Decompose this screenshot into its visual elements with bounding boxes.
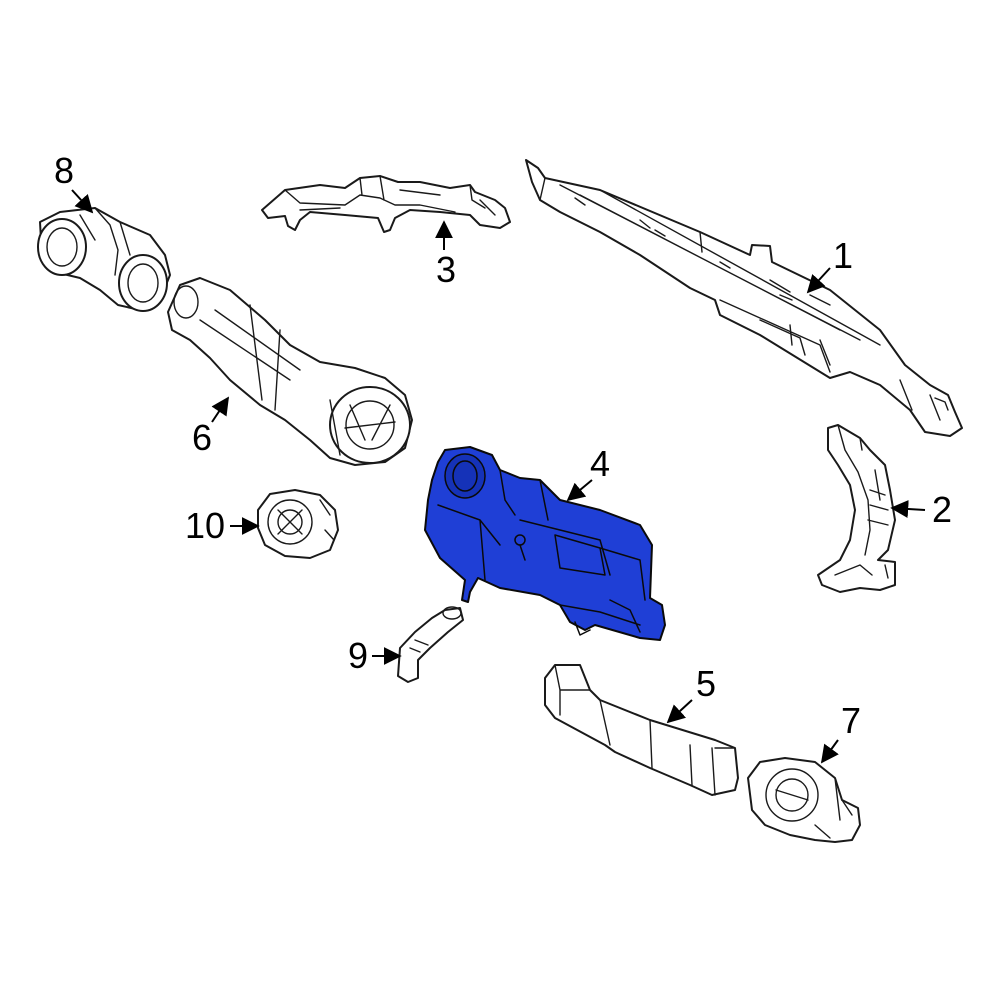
- part-2-side-bracket[interactable]: [817, 424, 896, 593]
- leader-4: [566, 479, 593, 502]
- callout-3: 3: [436, 249, 456, 290]
- leader-2: [890, 499, 926, 518]
- part-6-curved-duct[interactable]: [167, 277, 413, 466]
- part-10-round-vent[interactable]: [257, 489, 339, 559]
- callout-7: 7: [841, 700, 861, 741]
- part-5-rect-duct[interactable]: [544, 664, 739, 796]
- callout-5: 5: [696, 663, 716, 704]
- callout-8: 8: [54, 150, 74, 191]
- leader-7: [820, 739, 839, 764]
- part-7-vent-outlet[interactable]: [747, 757, 861, 843]
- part-8-elbow-adapter[interactable]: [37, 207, 171, 312]
- callout-1: 1: [833, 235, 853, 276]
- leader-5: [666, 699, 693, 724]
- callout-10: 10: [185, 505, 225, 546]
- leader-lines: [71, 189, 926, 764]
- part-1-dash-duct[interactable]: [525, 159, 963, 437]
- callout-2: 2: [932, 489, 952, 530]
- leader-1: [806, 267, 831, 294]
- leader-8: [71, 189, 94, 214]
- callout-6: 6: [192, 417, 212, 458]
- callout-labels: 1 2 3 4 5 6 7 8 9 10: [54, 150, 952, 741]
- callout-9: 9: [348, 635, 368, 676]
- callout-4: 4: [590, 443, 610, 484]
- part-3-upper-duct[interactable]: [261, 175, 511, 233]
- part-4-center-duct[interactable]: [424, 446, 666, 641]
- part-9-small-hose[interactable]: [397, 606, 464, 683]
- leader-6: [211, 396, 229, 423]
